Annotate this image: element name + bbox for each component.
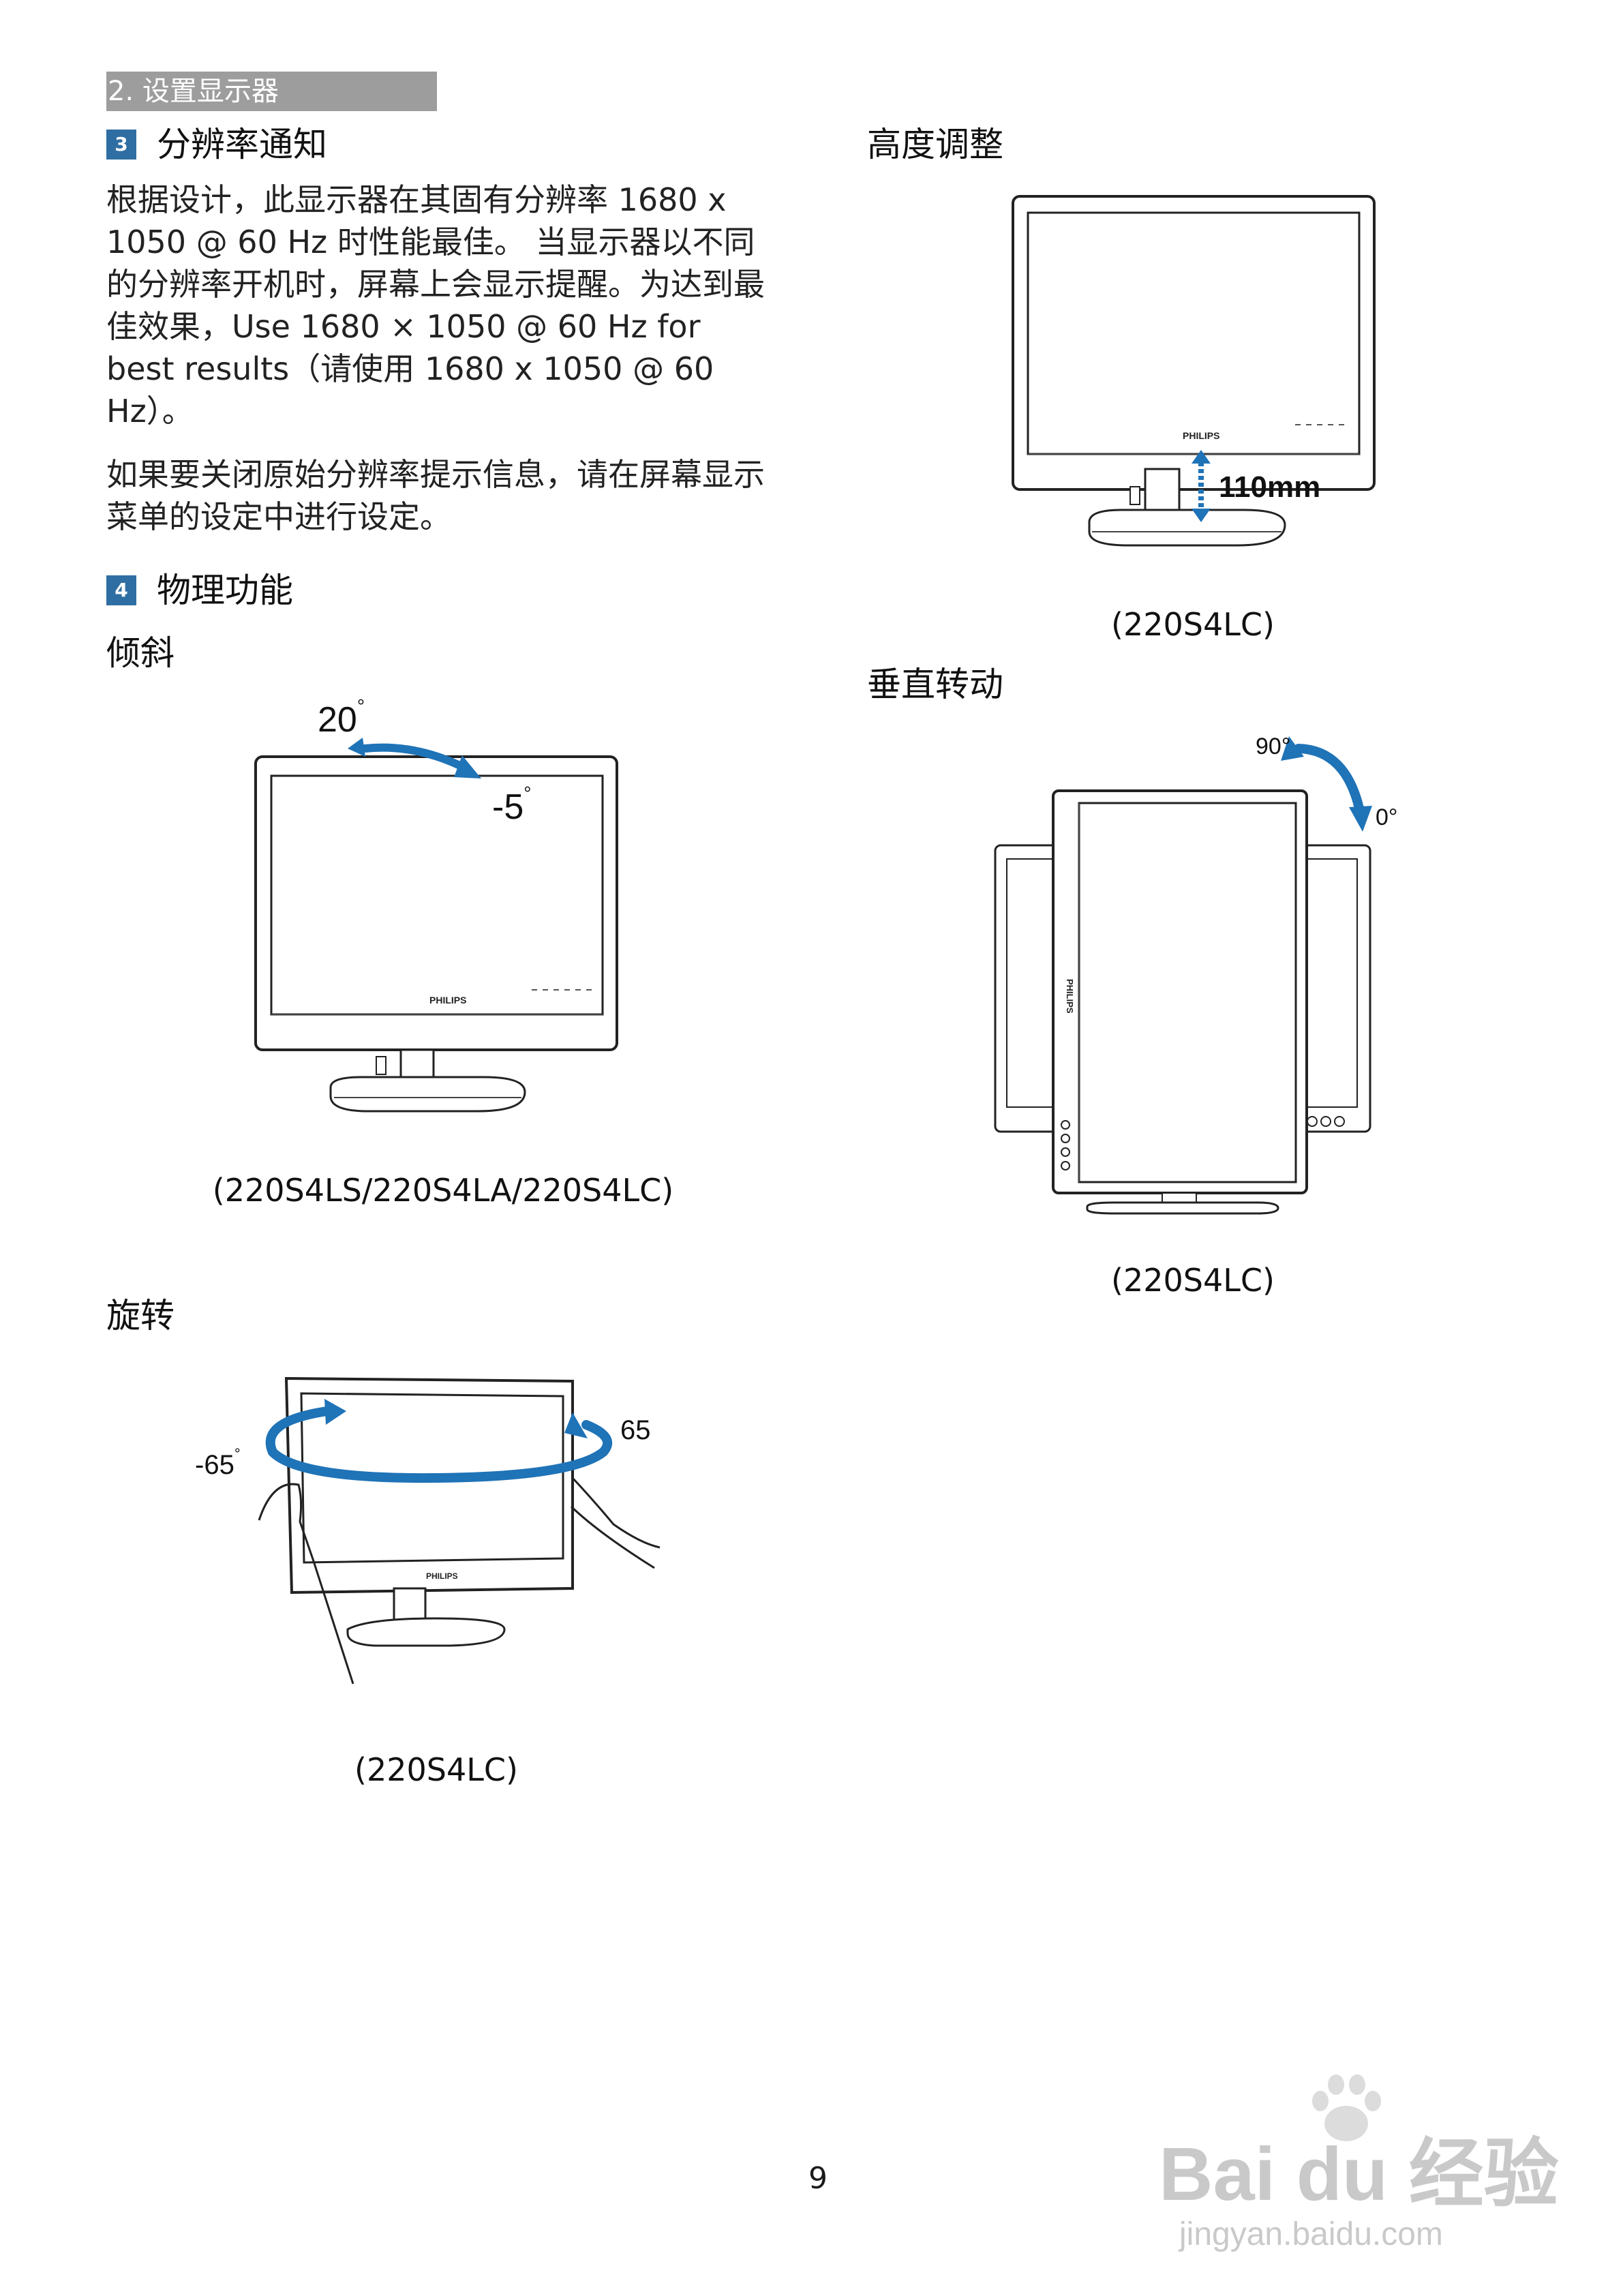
tilt-brand-logo: PHILIPS	[429, 995, 466, 1006]
swivel-angle-left: -65°	[195, 1445, 241, 1480]
section-header: 2. 设置显示器	[106, 72, 437, 111]
paw-icon	[1312, 2074, 1381, 2141]
tilt-title: 倾斜	[106, 633, 175, 673]
height-brand-logo: PHILIPS	[1183, 430, 1219, 441]
physical-heading: 4 物理功能	[106, 570, 293, 611]
pivot-angle-top: 90°	[1256, 734, 1291, 759]
height-caption: (220S4LC)	[1111, 606, 1275, 643]
swivel-illustration: PHILIPS	[258, 1376, 661, 1685]
page-number: 9	[808, 2161, 828, 2196]
tilt-angle-bottom: -5°	[492, 783, 532, 827]
pivot-caption: (220S4LC)	[1111, 1262, 1275, 1299]
swivel-title: 旋转	[106, 1296, 175, 1335]
resolution-paragraph-2: 如果要关闭原始分辨率提示信息，请在屏幕显示菜单的设定中进行设定。	[106, 456, 765, 535]
swivel-brand-logo: PHILIPS	[426, 1571, 458, 1581]
baidu-watermark: Bai du 经验 jingyan.baidu.com	[1159, 2072, 1559, 2252]
watermark-url: jingyan.baidu.com	[1179, 2216, 1443, 2252]
height-measure: 110mm	[1219, 470, 1321, 504]
resolution-heading: 3 分辨率通知	[106, 124, 327, 165]
swivel-angle-right: 65	[620, 1415, 651, 1445]
resolution-paragraph-1: 根据设计，此显示器在其固有分辨率 1680 x 1050 @ 60 Hz 时性能…	[106, 181, 765, 429]
tilt-caption: (220S4LS/220S4LA/220S4LC)	[212, 1172, 674, 1209]
resolution-title: 分辨率通知	[157, 125, 327, 164]
height-illustration: PHILIPS	[1012, 195, 1376, 547]
physical-title: 物理功能	[157, 571, 293, 610]
section-number-4: 4	[106, 575, 136, 605]
pivot-illustration: PHILIPS	[994, 736, 1372, 1215]
section-number-3: 3	[106, 129, 136, 160]
tilt-illustration: PHILIPS	[254, 738, 618, 1113]
pivot-brand-logo: PHILIPS	[1065, 979, 1075, 1014]
pivot-angle-right: 0°	[1376, 804, 1398, 830]
swivel-caption: (220S4LC)	[354, 1751, 518, 1788]
tilt-angle-top: 20°	[318, 695, 365, 740]
height-title: 高度调整	[867, 125, 1003, 164]
pivot-title: 垂直转动	[867, 665, 1003, 704]
watermark-logo-text: Bai du 经验	[1159, 2132, 1559, 2216]
